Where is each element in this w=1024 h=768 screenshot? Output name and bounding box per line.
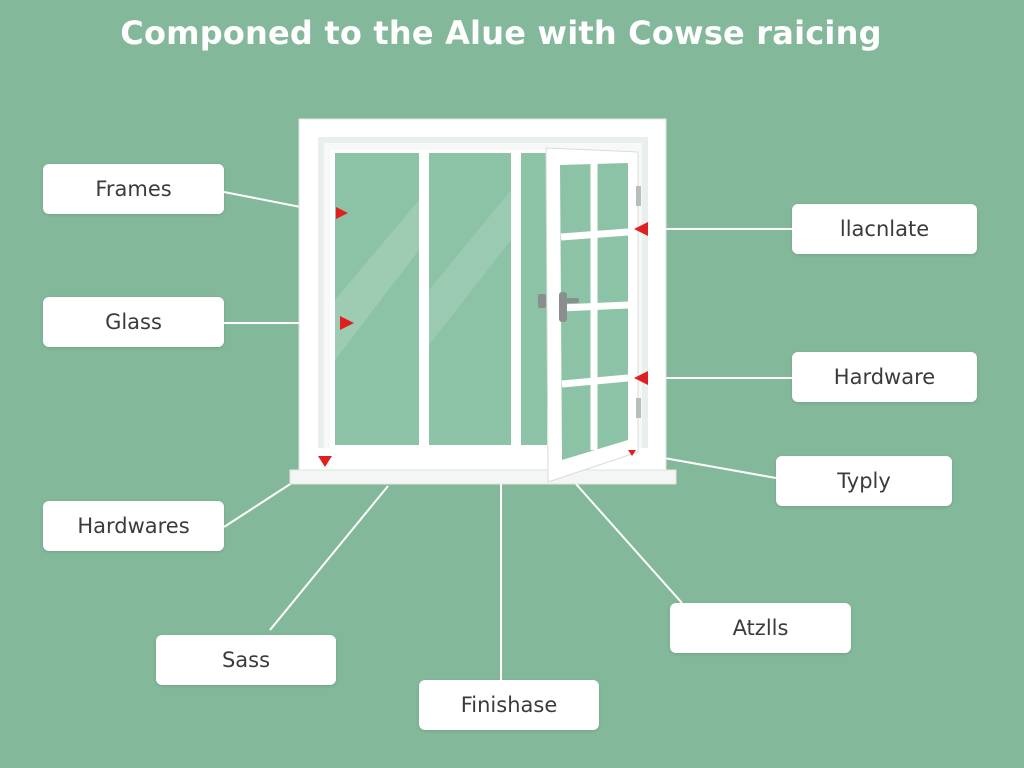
- marker-hardware: [634, 371, 648, 385]
- leader-atzlls: [575, 483, 683, 604]
- label-hardwares: Hardwares: [43, 501, 224, 551]
- label-typly: Typly: [776, 456, 952, 506]
- marker-llacnlate: [634, 222, 648, 236]
- hinges: [636, 186, 641, 418]
- diagram-title: Componed to the Alue with Cowse raicing: [120, 14, 882, 52]
- label-glass: Glass: [43, 297, 224, 347]
- label-hardware: Hardware: [792, 352, 977, 402]
- handle: [538, 292, 579, 322]
- marker-typly: [628, 450, 636, 456]
- fixed-sash: [330, 150, 550, 448]
- label-atzlls: Atzlls: [670, 603, 851, 653]
- leader-sass: [269, 485, 389, 631]
- label-sass: Sass: [156, 635, 336, 685]
- marker-frames: [336, 207, 348, 219]
- label-frames: Frames: [43, 164, 224, 214]
- marker-glass: [340, 316, 354, 330]
- marker-hardwares: [318, 456, 332, 467]
- open-casement: [545, 147, 639, 483]
- label-llacnlate: llacnlate: [792, 204, 977, 254]
- label-finishase: Finishase: [419, 680, 599, 730]
- red-markers: [318, 207, 648, 467]
